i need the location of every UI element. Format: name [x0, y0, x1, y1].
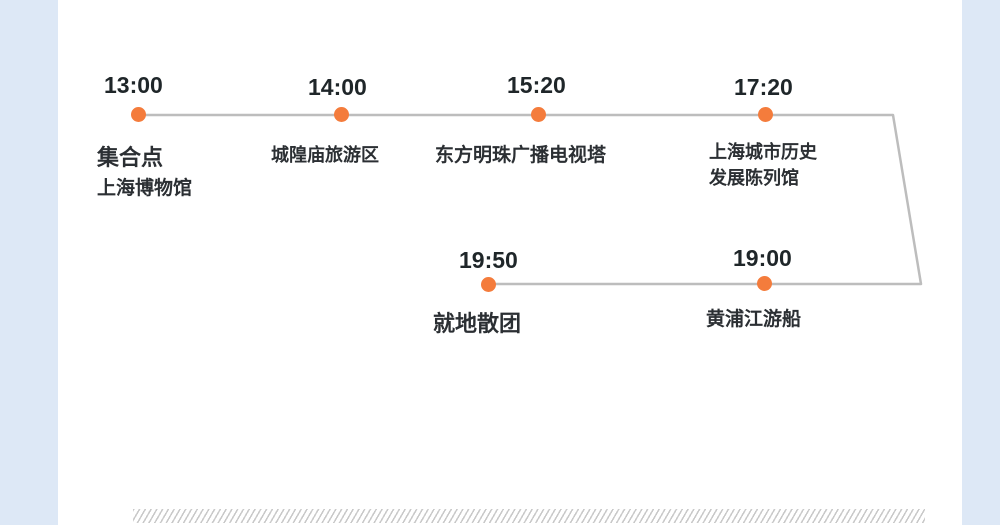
stop-4-line-2: 发展陈列馆 — [709, 168, 799, 190]
stop-marker-5 — [757, 276, 772, 291]
stop-label-2: 城隍庙旅游区 — [271, 143, 379, 169]
stop-label-5: 黄浦江游船 — [706, 306, 801, 334]
stop-1-line-1: 集合点 — [97, 146, 164, 171]
stop-time-6: 19:50 — [459, 247, 518, 273]
stop-5-line-1: 黄浦江游船 — [706, 308, 802, 330]
stop-label-6: 就地散团 — [433, 309, 521, 341]
hatched-divider — [133, 509, 925, 523]
stop-4-line-1: 上海城市历史 — [709, 142, 817, 163]
stop-2-line-1: 城隍庙旅游区 — [271, 145, 379, 166]
stop-label-3: 东方明珠广播电视塔 — [435, 142, 606, 170]
stop-label-1: 集合点 上海博物馆 — [97, 143, 192, 202]
stop-marker-1 — [131, 107, 146, 122]
stop-marker-4 — [758, 107, 773, 122]
stop-3-line-1: 东方明珠广播电视塔 — [435, 144, 607, 166]
stop-time-5: 19:00 — [733, 245, 792, 271]
stop-time-2: 14:00 — [308, 74, 367, 100]
stop-time-3: 15:20 — [507, 72, 566, 98]
stop-1-line-2: 上海博物馆 — [97, 176, 193, 199]
stop-marker-2 — [334, 107, 349, 122]
stop-time-4: 17:20 — [734, 74, 793, 100]
stop-marker-3 — [531, 107, 546, 122]
stop-time-1: 13:00 — [104, 72, 163, 98]
stop-marker-6 — [481, 277, 496, 292]
stop-label-4: 上海城市历史 发展陈列馆 — [709, 140, 817, 192]
stop-6-line-1: 就地散团 — [433, 312, 522, 337]
itinerary-card — [58, 0, 962, 525]
